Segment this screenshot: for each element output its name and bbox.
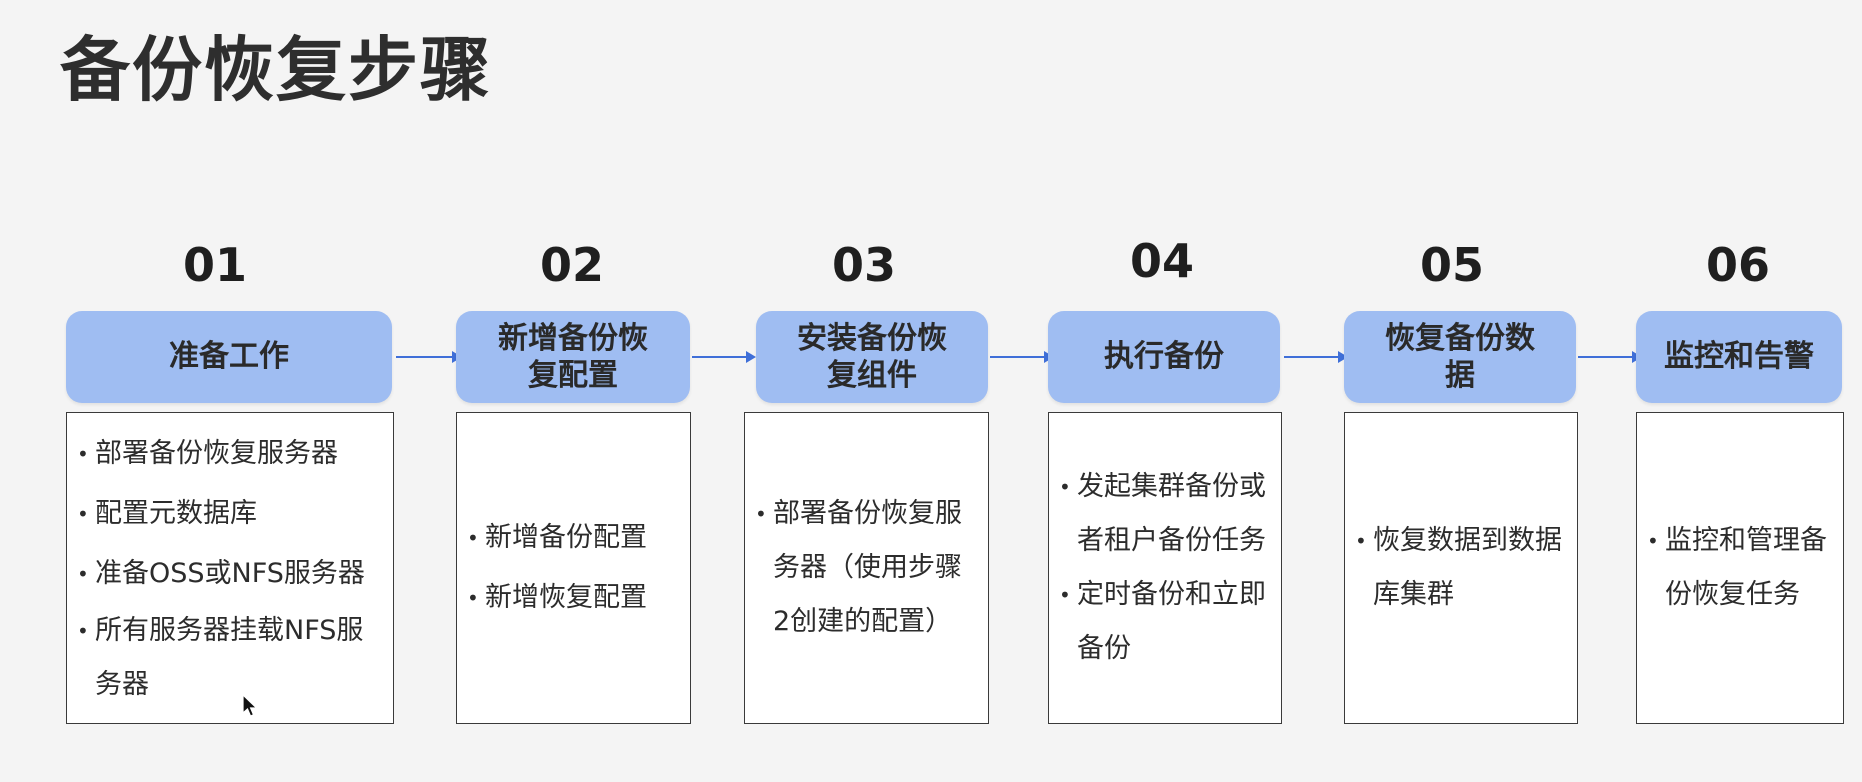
step-02-list: 新增备份配置 新增恢复配置 — [457, 508, 690, 628]
step-01-item-1: 部署备份恢复服务器 — [77, 424, 381, 484]
arrow-03-04 — [990, 350, 1054, 364]
arrow-right-icon — [1284, 351, 1348, 363]
arrow-01-02 — [396, 350, 462, 364]
step-05-list: 恢复数据到数据库集群 — [1345, 514, 1577, 622]
step-02-item-1: 新增备份配置 — [467, 508, 678, 568]
step-01-item-4: 所有服务器挂载NFS服务器 — [77, 604, 381, 712]
arrow-05-06 — [1578, 350, 1642, 364]
step-header-03-line-2: 复组件 — [827, 358, 917, 393]
arrow-right-icon — [1578, 351, 1642, 363]
step-01-list: 部署备份恢复服务器 配置元数据库 准备OSS或NFS服务器 所有服务器挂载NFS… — [67, 424, 393, 712]
step-03-list: 部署备份恢复服务器（使用步骤2创建的配置） — [745, 487, 988, 649]
step-header-03: 安装备份恢 复组件 — [756, 311, 988, 403]
step-header-06: 监控和告警 — [1636, 311, 1842, 403]
step-number-01: 01 — [182, 238, 247, 292]
step-01-item-3: 准备OSS或NFS服务器 — [77, 544, 381, 604]
step-header-05-line-2: 据 — [1445, 358, 1475, 393]
step-06-list: 监控和管理备份恢复任务 — [1637, 514, 1843, 622]
step-06-item-1: 监控和管理备份恢复任务 — [1647, 514, 1831, 622]
step-header-06-line-1: 监控和告警 — [1664, 339, 1814, 375]
arrow-02-03 — [692, 350, 756, 364]
step-header-04-line-1: 执行备份 — [1104, 339, 1224, 375]
step-number-04: 04 — [1129, 234, 1194, 288]
arrow-right-icon — [396, 351, 462, 363]
step-body-02: 新增备份配置 新增恢复配置 — [456, 412, 691, 724]
arrow-04-05 — [1284, 350, 1348, 364]
step-header-05: 恢复备份数 据 — [1344, 311, 1576, 403]
step-02-item-2: 新增恢复配置 — [467, 568, 678, 628]
step-04-item-2: 定时备份和立即备份 — [1059, 568, 1269, 676]
step-header-02-line-1: 新增备份恢 — [498, 320, 648, 356]
step-04-item-1: 发起集群备份或者租户备份任务 — [1059, 460, 1269, 568]
step-04-list: 发起集群备份或者租户备份任务 定时备份和立即备份 — [1049, 460, 1281, 676]
step-body-04: 发起集群备份或者租户备份任务 定时备份和立即备份 — [1048, 412, 1282, 724]
step-05-item-1: 恢复数据到数据库集群 — [1355, 514, 1565, 622]
step-01-item-2: 配置元数据库 — [77, 484, 381, 544]
step-header-02: 新增备份恢 复配置 — [456, 311, 690, 403]
step-header-01-line-1: 准备工作 — [169, 339, 289, 375]
step-body-03: 部署备份恢复服务器（使用步骤2创建的配置） — [744, 412, 989, 724]
arrow-right-icon — [692, 351, 756, 363]
step-body-06: 监控和管理备份恢复任务 — [1636, 412, 1844, 724]
step-header-03-line-1: 安装备份恢 — [797, 320, 947, 356]
step-number-05: 05 — [1419, 238, 1484, 292]
step-header-02-line-2: 复配置 — [528, 358, 618, 393]
step-number-03: 03 — [831, 238, 896, 292]
step-body-05: 恢复数据到数据库集群 — [1344, 412, 1578, 724]
step-header-01: 准备工作 — [66, 311, 392, 403]
step-number-02: 02 — [539, 238, 604, 292]
arrow-right-icon — [990, 351, 1054, 363]
step-03-item-1: 部署备份恢复服务器（使用步骤2创建的配置） — [755, 487, 976, 649]
mouse-cursor-icon — [242, 693, 260, 722]
step-number-06: 06 — [1705, 238, 1770, 292]
step-body-01: 部署备份恢复服务器 配置元数据库 准备OSS或NFS服务器 所有服务器挂载NFS… — [66, 412, 394, 724]
step-header-05-line-1: 恢复备份数 — [1385, 320, 1535, 356]
step-header-04: 执行备份 — [1048, 311, 1280, 403]
page-title: 备份恢复步骤 — [60, 29, 492, 111]
